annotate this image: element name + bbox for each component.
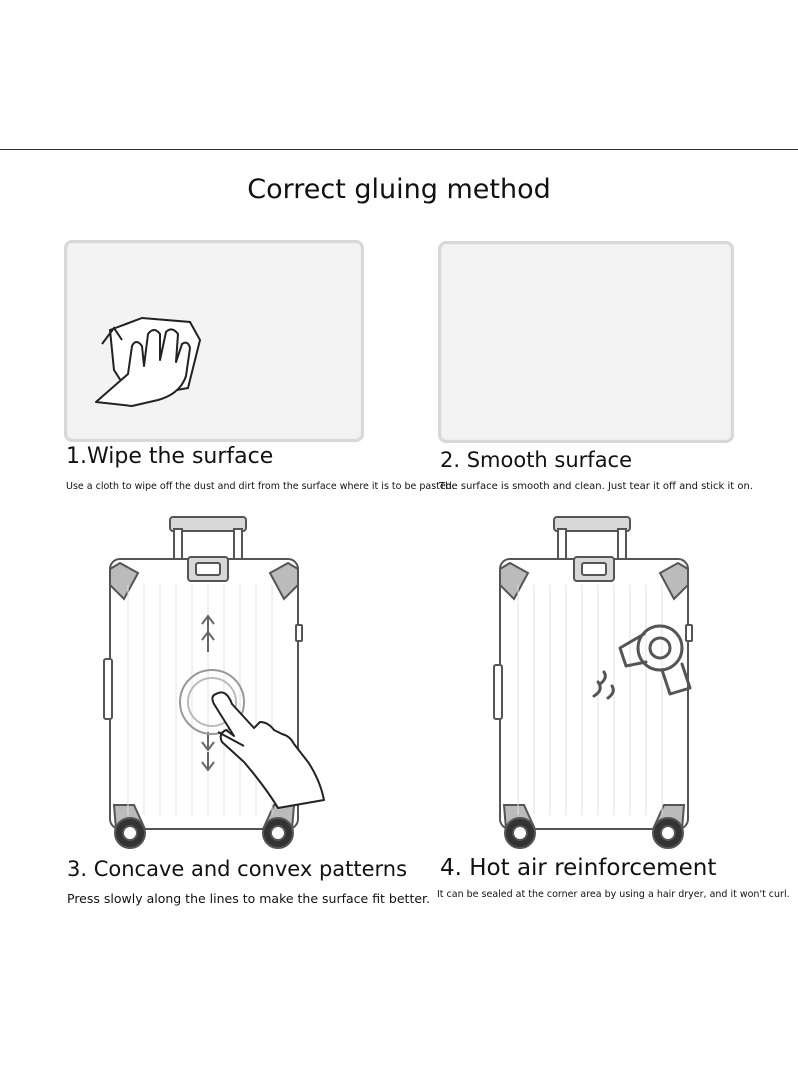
wiping-hand-icon: [95, 316, 202, 407]
blank-sheet-icon: [438, 241, 734, 443]
step3-caption: Press slowly along the lines to make the…: [67, 891, 431, 906]
step4-heading: 4. Hot air reinforcement: [440, 855, 717, 881]
top-divider: [0, 149, 798, 150]
step4-caption: It can be sealed at the corner area by u…: [437, 889, 790, 900]
pressing-finger-icon: [179, 614, 325, 809]
step2-caption: The surface is smooth and clean. Just te…: [439, 481, 753, 492]
step1-heading: 1.Wipe the surface: [66, 444, 274, 469]
hair-dryer-icon: [592, 624, 692, 700]
page-title: Correct gluing method: [247, 174, 551, 205]
step2-heading: 2. Smooth surface: [440, 448, 633, 472]
step1-caption: Use a cloth to wipe off the dust and dir…: [66, 481, 455, 492]
suitcase-illustration-right: [493, 516, 693, 849]
step3-heading: 3. Concave and convex patterns: [67, 857, 408, 881]
